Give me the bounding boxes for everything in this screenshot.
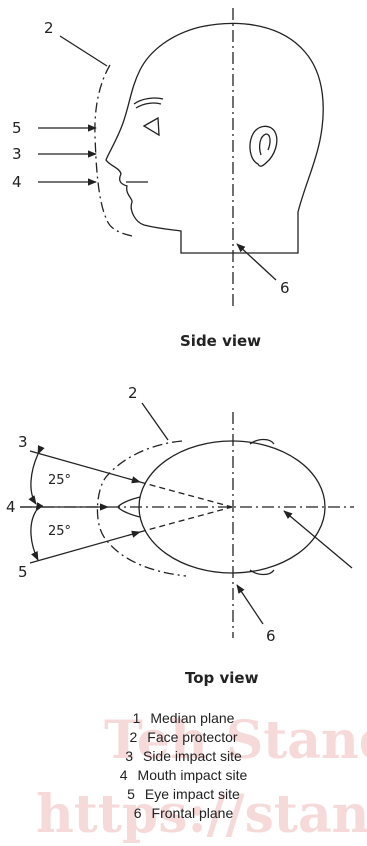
top-callout-3: 3 (18, 433, 28, 451)
side-eye (142, 116, 160, 137)
top-callout-6: 6 (266, 627, 276, 645)
top-angle-upper-label: 25° (48, 473, 71, 488)
side-view (38, 8, 324, 308)
top-angle-lower-label: 25° (48, 524, 71, 539)
top-face-protector (96, 440, 187, 577)
top-callout-5: 5 (18, 563, 28, 581)
top-view-caption: Top view (185, 669, 259, 687)
top-callout-4: 4 (6, 498, 16, 516)
side-callout-6: 6 (280, 279, 290, 297)
side-callout-5: 5 (12, 119, 22, 137)
top-nose (117, 496, 141, 518)
top-head-outline (138, 440, 326, 574)
top-leader-2 (141, 402, 169, 441)
side-callout-3: 3 (12, 145, 22, 163)
top-ray-eye (29, 530, 141, 564)
top-ear-upper (249, 438, 275, 445)
top-angle-arc-lower (30, 502, 44, 561)
top-arrow-frontal (236, 584, 264, 625)
watermark-line-1: Teh Standard (104, 710, 367, 771)
top-ray-side (29, 450, 141, 484)
side-callout-4: 4 (12, 173, 22, 191)
top-ray-side-dashed (139, 481, 233, 508)
side-callout-2: 2 (44, 19, 54, 37)
top-view (20, 402, 354, 638)
top-callout-2: 2 (128, 384, 138, 402)
side-ear-inner (259, 133, 271, 156)
side-arrow-frontal (236, 243, 277, 281)
side-head-profile (105, 22, 324, 254)
side-eyebrow (133, 97, 164, 105)
top-arrow-median (283, 510, 353, 569)
top-ray-eye-dashed (139, 506, 233, 533)
top-ear-lower (249, 569, 275, 576)
side-eyebrow-2 (135, 102, 162, 109)
watermark-line-2: https://standards.i (36, 784, 367, 845)
side-leader-2 (59, 35, 108, 67)
side-view-caption: Side view (180, 332, 261, 350)
top-angle-arc-upper (28, 445, 45, 505)
side-face-protector (94, 64, 133, 237)
side-ear (249, 125, 278, 167)
